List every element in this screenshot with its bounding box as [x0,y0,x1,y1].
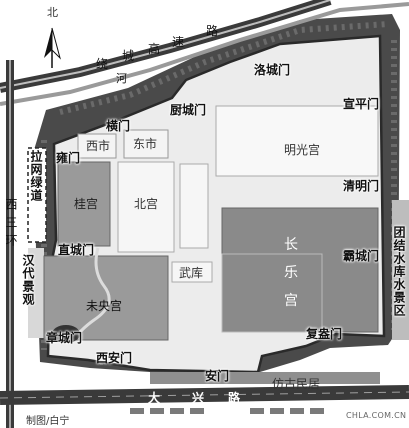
expressway-char-3: 高 [148,42,161,56]
wuku-block [171,261,213,283]
expressway-char-1: 绕 [96,57,109,71]
gate-anmen: 安门 [205,369,230,383]
gate-luocheng: 洛城门 [254,63,291,77]
ring-expressway-center [0,0,331,89]
changlegong-inner-divider [221,253,323,333]
changlegong-char-1: 长 [284,237,298,253]
expressway-char-2: 城 [122,49,135,63]
city-wall [46,34,386,374]
north-label: 北 [47,6,58,19]
gate-xian: 西安门 [96,351,133,365]
fanggu-label: 仿古民居 [272,377,321,391]
daxing-char-1: 大 [148,391,161,405]
dongshi-label: 东市 [133,137,158,151]
west-ring-label: 西三环 [4,198,18,252]
gate-fuang: 复盎门 [306,327,343,341]
beigong-label: 北宫 [134,197,159,211]
changlegong-block [221,207,379,333]
xishi-label: 西市 [86,139,111,153]
cangchi-pond [52,325,80,343]
tuanjie-reservoir-area [392,200,409,340]
tuanjie-label: 团结水库水景区 [392,226,406,317]
wuku-label: 武库 [179,266,204,280]
map-credit: 制图/白宁 [26,416,70,427]
tree-belt-texture [41,21,397,367]
changlegong-char-2: 乐 [284,265,298,281]
changlegong-char-3: 宫 [284,293,298,309]
guigong-block [57,161,111,247]
gate-hengmen: 横门 [106,119,131,133]
gate-xuanping: 宣平门 [343,97,380,111]
dongshi-block [123,129,169,159]
expressway-char-4: 速 [172,35,185,49]
antique-residences [150,372,380,384]
expressway-char-5: 路 [206,24,219,38]
north-arrow [44,27,61,68]
gate-yongmen: 雍门 [56,151,81,165]
greenway-boundary [27,147,47,243]
han-landscape-label: 汉代景观 [21,254,35,306]
river-label: 河 [116,72,127,85]
mingguanggong-block [215,105,379,177]
xishi-block [77,133,117,159]
beigong-block [117,161,175,253]
daxing-char-3: 路 [228,391,241,405]
han-landscape-strip [28,248,44,338]
stream [72,247,111,341]
watermark: CHLA.COM.CN [346,411,407,420]
gate-zhangcheng: 章城门 [46,331,83,345]
gate-zhicheng: 直城门 [58,243,95,257]
daxing-char-2: 兴 [192,391,205,405]
daxing-road-center [0,391,409,399]
greenway-label: 拉网绿道 [29,150,43,202]
gate-bacheng: 霸城门 [343,249,380,263]
gate-qingming: 清明门 [343,179,380,193]
residence-blocks [130,408,324,414]
river [0,2,409,106]
beigong-annex [179,163,209,249]
gate-chucheng: 厨城门 [170,103,207,117]
guigong-label: 桂宫 [74,197,99,211]
weiyanggong-label: 未央宫 [86,299,123,313]
mingguanggong-label: 明光宫 [284,143,321,157]
